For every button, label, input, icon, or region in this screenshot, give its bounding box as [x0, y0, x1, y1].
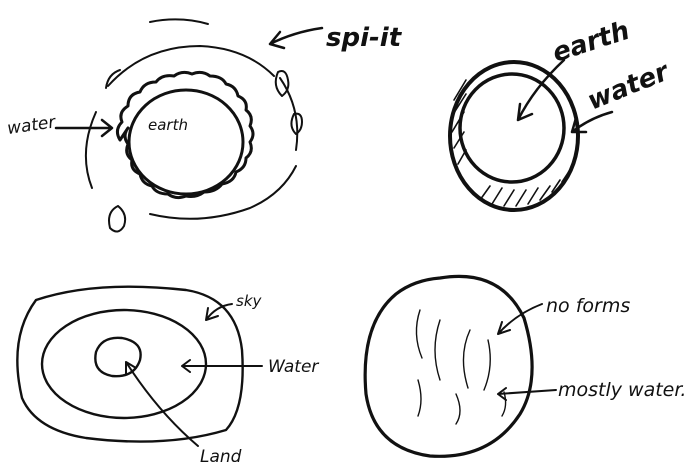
label-land: Land — [200, 447, 242, 467]
faint-stroke-5 — [418, 380, 421, 416]
faint-stroke-4 — [484, 340, 490, 390]
land-outline — [95, 338, 140, 376]
faint-stroke-3 — [463, 330, 470, 388]
earth-circle — [129, 90, 243, 194]
hatching-bottom — [480, 170, 570, 206]
label-water-left: water — [6, 112, 58, 139]
outer-water-circle — [450, 62, 578, 210]
top-left-diagram: water earth spi-it — [6, 19, 403, 231]
globe-outline — [365, 276, 532, 456]
small-loop-right-1 — [276, 71, 289, 96]
label-earth-center: earth — [148, 116, 188, 134]
outer-spirit-arc-left — [86, 112, 96, 188]
label-water-bottom: Water — [268, 357, 319, 377]
water-arrow-bottom — [182, 360, 262, 372]
label-no-forms: no forms — [546, 295, 630, 317]
small-loop-bottom — [109, 206, 125, 232]
top-right-diagram: earth water — [450, 16, 675, 210]
label-water-right: water — [583, 56, 675, 116]
inner-earth-circle — [460, 74, 564, 182]
label-earth-right: earth — [549, 16, 633, 69]
label-sky: sky — [236, 292, 263, 310]
water-outline — [42, 310, 206, 418]
label-mostly-water: mostly water. — [558, 379, 686, 401]
water-arrow-left — [56, 120, 112, 136]
faint-stroke-7 — [502, 392, 506, 416]
top-dash — [150, 19, 208, 24]
land-arrow — [126, 362, 198, 446]
faint-stroke-6 — [456, 394, 460, 424]
label-spirit: spi-it — [326, 23, 403, 53]
faint-stroke-1 — [416, 310, 422, 358]
outer-spirit-arc-top — [108, 46, 274, 86]
faint-stroke-2 — [435, 320, 440, 380]
spirit-arrow — [270, 28, 322, 48]
bottom-right-diagram: no forms mostly water. — [365, 276, 686, 456]
bottom-left-diagram: sky Water Land — [17, 287, 319, 467]
